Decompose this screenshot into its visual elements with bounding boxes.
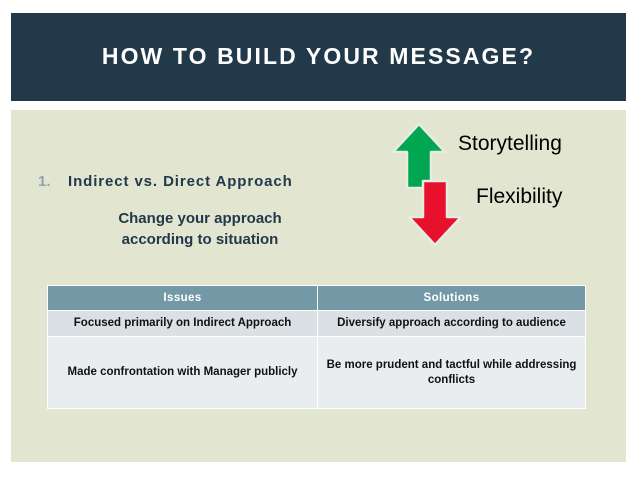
arrow-up-label: Storytelling [458, 132, 562, 155]
table-cell-issue: Made confrontation with Manager publicly [46, 336, 319, 410]
list-item-number: 1. [38, 173, 51, 190]
list-item-label: Indirect vs. Direct Approach [68, 173, 293, 190]
table-cell-issue: Focused primarily on Indirect Approach [46, 309, 319, 338]
bullet-list: 1. Indirect vs. Direct Approach Change y… [38, 173, 368, 250]
arrow-up-icon [391, 122, 447, 190]
list-item-subtext: Change your approach according to situat… [118, 210, 282, 248]
arrow-diagram [385, 122, 475, 247]
table-header-solutions: Solutions [317, 285, 586, 311]
issues-solutions-table: Issues Solutions Focused primarily on In… [46, 285, 586, 410]
arrow-down-icon [407, 179, 463, 247]
table-header-row: Issues Solutions [46, 285, 586, 311]
title-banner: HOW TO BUILD YOUR MESSAGE? [11, 13, 626, 101]
list-item: 1. Indirect vs. Direct Approach [38, 173, 368, 190]
table-header-issues: Issues [46, 285, 319, 311]
table-row: Focused primarily on Indirect Approach D… [46, 309, 586, 338]
arrow-down-label: Flexibility [476, 185, 563, 208]
table-row: Made confrontation with Manager publicly… [46, 336, 586, 410]
table-cell-solution: Diversify approach according to audience [317, 309, 586, 338]
table-cell-solution: Be more prudent and tactful while addres… [317, 336, 586, 410]
content-panel: 1. Indirect vs. Direct Approach Change y… [11, 110, 626, 462]
page-title: HOW TO BUILD YOUR MESSAGE? [101, 43, 536, 70]
